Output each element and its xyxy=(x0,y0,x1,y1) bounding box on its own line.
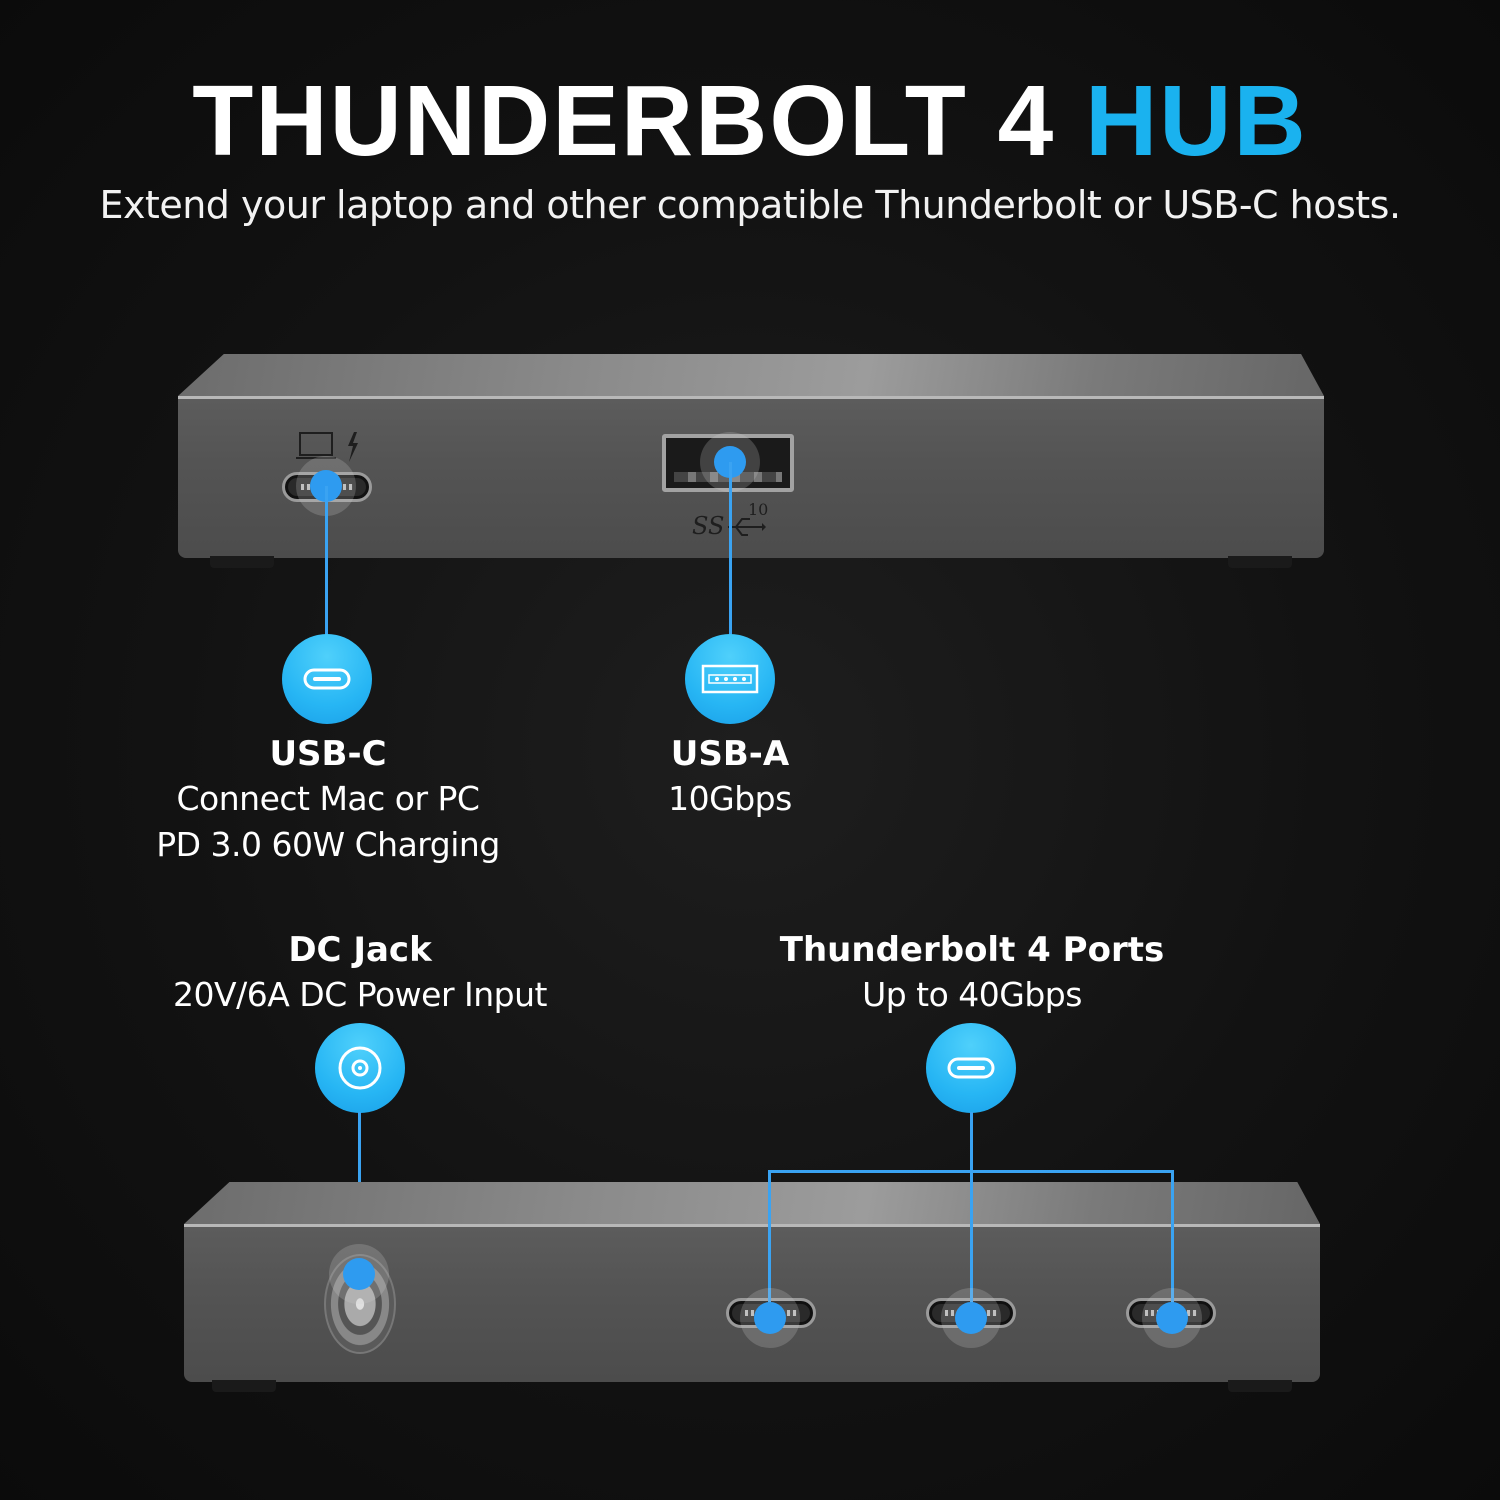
usb-trident-icon xyxy=(728,518,766,536)
usb-c-bubble xyxy=(282,634,372,724)
dc-jack-bubble xyxy=(315,1023,405,1113)
title-accent: HUB xyxy=(1085,65,1308,177)
dc-power-jack[interactable] xyxy=(324,1254,396,1354)
superspeed-logo: SS xyxy=(692,512,725,540)
thunderbolt-port-1-marker xyxy=(754,1302,786,1334)
usb-speed-marking: 10 xyxy=(748,500,769,519)
usb-a-port-icon xyxy=(701,664,759,694)
usb-c-leader-line xyxy=(325,486,328,636)
hub-rear-view xyxy=(184,1182,1320,1392)
dc-jack-label: DC Jack 20V/6A DC Power Input xyxy=(173,930,547,1014)
title-main: THUNDERBOLT 4 xyxy=(192,65,1056,177)
thunderbolt-port-2-marker xyxy=(955,1302,987,1334)
thunderbolt-bubble xyxy=(926,1023,1016,1113)
laptop-thunderbolt-icon xyxy=(296,432,358,462)
thunderbolt-port-3-marker xyxy=(1156,1302,1188,1334)
usb-a-label: USB-A 10Gbps xyxy=(668,734,792,818)
usb-a-leader-line xyxy=(729,462,732,636)
thunderbolt-label: Thunderbolt 4 Ports Up to 40Gbps xyxy=(779,930,1165,1014)
thunderbolt-leader-line xyxy=(970,1112,973,1172)
hub-front-view: SS 10 xyxy=(178,354,1324,568)
dc-power-icon xyxy=(338,1046,382,1090)
dc-jack-marker xyxy=(343,1258,375,1290)
usb-a-bubble xyxy=(685,634,775,724)
usb-c-label: USB-C Connect Mac or PC PD 3.0 60W Charg… xyxy=(156,734,500,864)
hub-top-surface xyxy=(184,1182,1320,1224)
usb-c-port-icon xyxy=(947,1057,995,1079)
page-subtitle: Extend your laptop and other compatible … xyxy=(99,183,1401,227)
usb-c-port-icon xyxy=(303,668,351,690)
page-title: THUNDERBOLT 4 HUB xyxy=(0,66,1500,176)
hub-top-surface xyxy=(178,354,1324,396)
